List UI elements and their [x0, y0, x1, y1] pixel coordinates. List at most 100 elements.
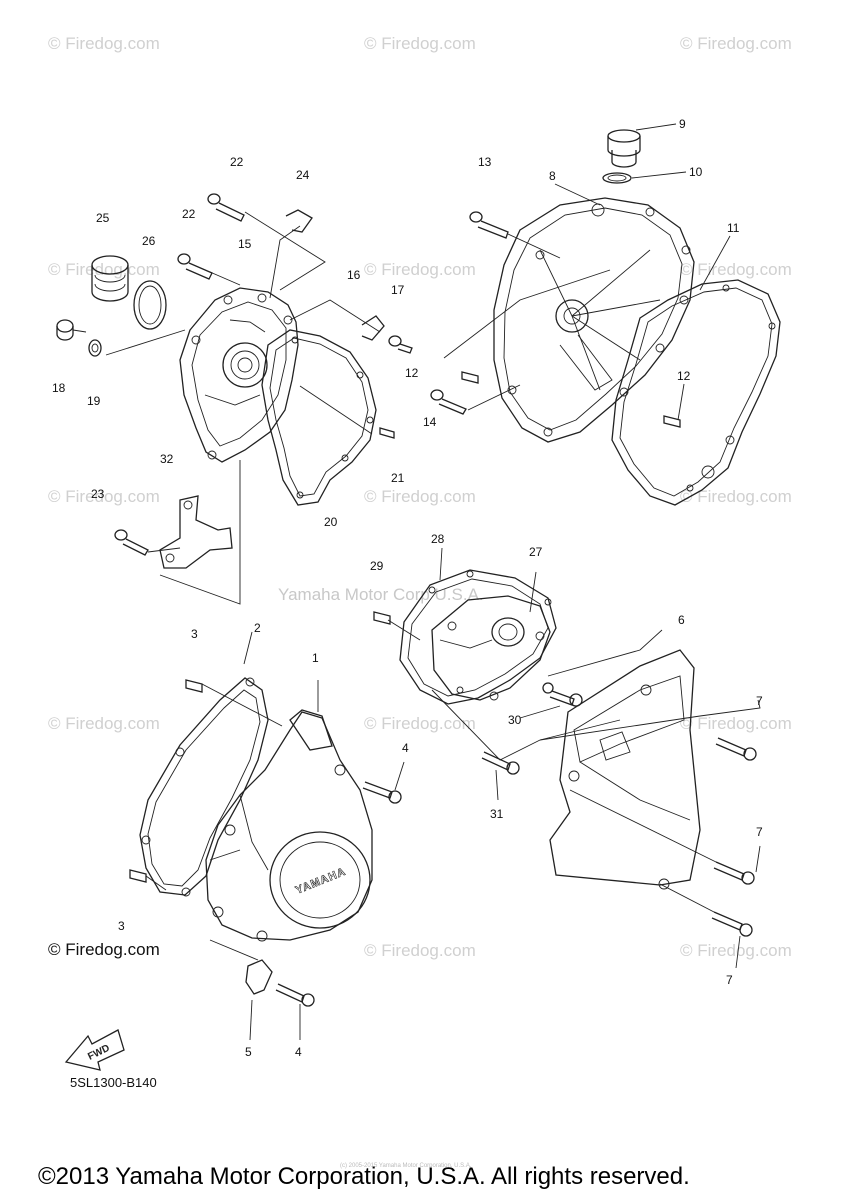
watermark: © Firedog.com	[48, 34, 160, 53]
bolt-22-lower	[177, 253, 213, 280]
dowel-3-lower	[129, 869, 147, 883]
callout-label: 25	[96, 211, 110, 225]
callout-label: 3	[118, 919, 125, 933]
watermark: © Firedog.com	[364, 260, 476, 279]
dowel-12-right	[663, 415, 681, 428]
dowel-12-left	[461, 371, 479, 384]
callout-label: 17	[391, 283, 405, 297]
bolt-14	[430, 389, 467, 415]
fwd-label: FWD	[86, 1043, 111, 1063]
callout-label: 28	[431, 532, 445, 546]
callout-label: 9	[679, 117, 686, 131]
callout-label: 23	[91, 487, 105, 501]
dowel-3-upper	[185, 679, 203, 693]
part-code: 5SL1300-B140	[70, 1075, 157, 1090]
o-ring-26	[133, 280, 167, 330]
callout-label: 10	[689, 165, 703, 179]
bolt-17	[388, 335, 413, 354]
callout-label: 18	[52, 381, 66, 395]
callout-label: 7	[756, 694, 763, 708]
callout-label: 22	[182, 207, 196, 221]
sprocket-cover-6	[549, 649, 701, 890]
cover-27	[431, 595, 551, 701]
callout-label: 8	[549, 169, 556, 183]
watermark: © Firedog.com	[364, 941, 476, 960]
callout-label: 3	[191, 627, 198, 641]
callout-label: 5	[245, 1045, 252, 1059]
callout-label: 31	[490, 807, 504, 821]
watermark: © Firedog.com	[48, 260, 160, 279]
bracket-32	[159, 495, 233, 569]
clamp-16	[361, 315, 385, 341]
callout-label: 29	[370, 559, 384, 573]
callout-label: 32	[160, 452, 174, 466]
callout-label: 13	[478, 155, 492, 169]
watermark: © Firedog.com	[364, 487, 476, 506]
callout-label: 7	[756, 825, 763, 839]
callout-label: 16	[347, 268, 361, 282]
o-ring-10	[602, 172, 632, 184]
yamaha-logo-text: YAMAHA	[294, 866, 348, 897]
oil-filler-cap-9	[607, 129, 641, 168]
watermark: © Firedog.com	[364, 34, 476, 53]
gasket-11	[611, 279, 781, 506]
callout-label: 1	[312, 651, 319, 665]
callout-label: 22	[230, 155, 244, 169]
watermark: © Firedog.com	[48, 487, 160, 506]
callout-label: 12	[405, 366, 419, 380]
callout-label: 26	[142, 234, 156, 248]
bolt-30	[542, 682, 583, 707]
bolt-7-middle	[713, 861, 755, 885]
copyright-footer: ©2013 Yamaha Motor Corporation, U.S.A. A…	[38, 1163, 690, 1190]
callout-label: 30	[508, 713, 522, 727]
bolt-22-upper	[207, 193, 245, 222]
callout-label: 19	[87, 394, 101, 408]
center-watermark: Yamaha Motor Corp U.S.A.	[278, 585, 484, 604]
bolt-7-upper	[715, 737, 757, 761]
callout-label: 15	[238, 237, 252, 251]
bolt-23	[114, 529, 149, 556]
callout-label: 11	[727, 221, 740, 235]
callout-label: 24	[296, 168, 310, 182]
watermark: © Firedog.com	[680, 34, 792, 53]
callout-label: 27	[529, 545, 543, 559]
clamp-24	[285, 209, 313, 233]
gasket-20	[261, 329, 377, 506]
bolt-18	[56, 319, 87, 341]
washer-19	[88, 339, 102, 357]
callout-label: 21	[391, 471, 405, 485]
watermark: © Firedog.com	[680, 941, 792, 960]
watermark: © Firedog.com	[680, 714, 792, 733]
fwd-arrow-icon: FWD	[64, 1029, 125, 1071]
callout-label: 12	[677, 369, 691, 383]
bolt-4-upper	[362, 781, 402, 804]
plug-25	[91, 255, 129, 302]
tiny-notice: (c) 2005-2015 Yamaha Motor Corporation, …	[340, 1163, 472, 1169]
callout-label: 4	[402, 741, 409, 755]
clamp-5	[245, 959, 273, 995]
callout-label: 4	[295, 1045, 302, 1059]
bolt-31	[481, 751, 520, 775]
bolt-4-lower	[275, 983, 315, 1007]
watermark: © Firedog.com	[680, 487, 792, 506]
dowel-21	[379, 427, 395, 439]
bolt-7-lower	[711, 911, 753, 937]
gasket-2	[139, 677, 269, 897]
callout-label: 6	[678, 613, 685, 627]
callout-label: 7	[726, 973, 733, 987]
firedog-credit: © Firedog.com	[48, 940, 160, 959]
watermark: © Firedog.com	[364, 714, 476, 733]
callout-label: 20	[324, 515, 338, 529]
crankcase-cover-15	[179, 287, 299, 463]
dowel-29	[373, 611, 391, 625]
watermark: © Firedog.com	[48, 714, 160, 733]
callout-label: 14	[423, 415, 437, 429]
callout-labels: 1 2 3 3 4 4 5 6 7 7 7 8 9 10 11 12 12 13…	[52, 117, 763, 1059]
callout-label: 2	[254, 621, 261, 635]
gasket-28	[399, 569, 557, 705]
clutch-cover-8	[493, 197, 695, 443]
bolt-13	[469, 211, 509, 239]
generator-cover-1: YAMAHA	[205, 709, 373, 942]
